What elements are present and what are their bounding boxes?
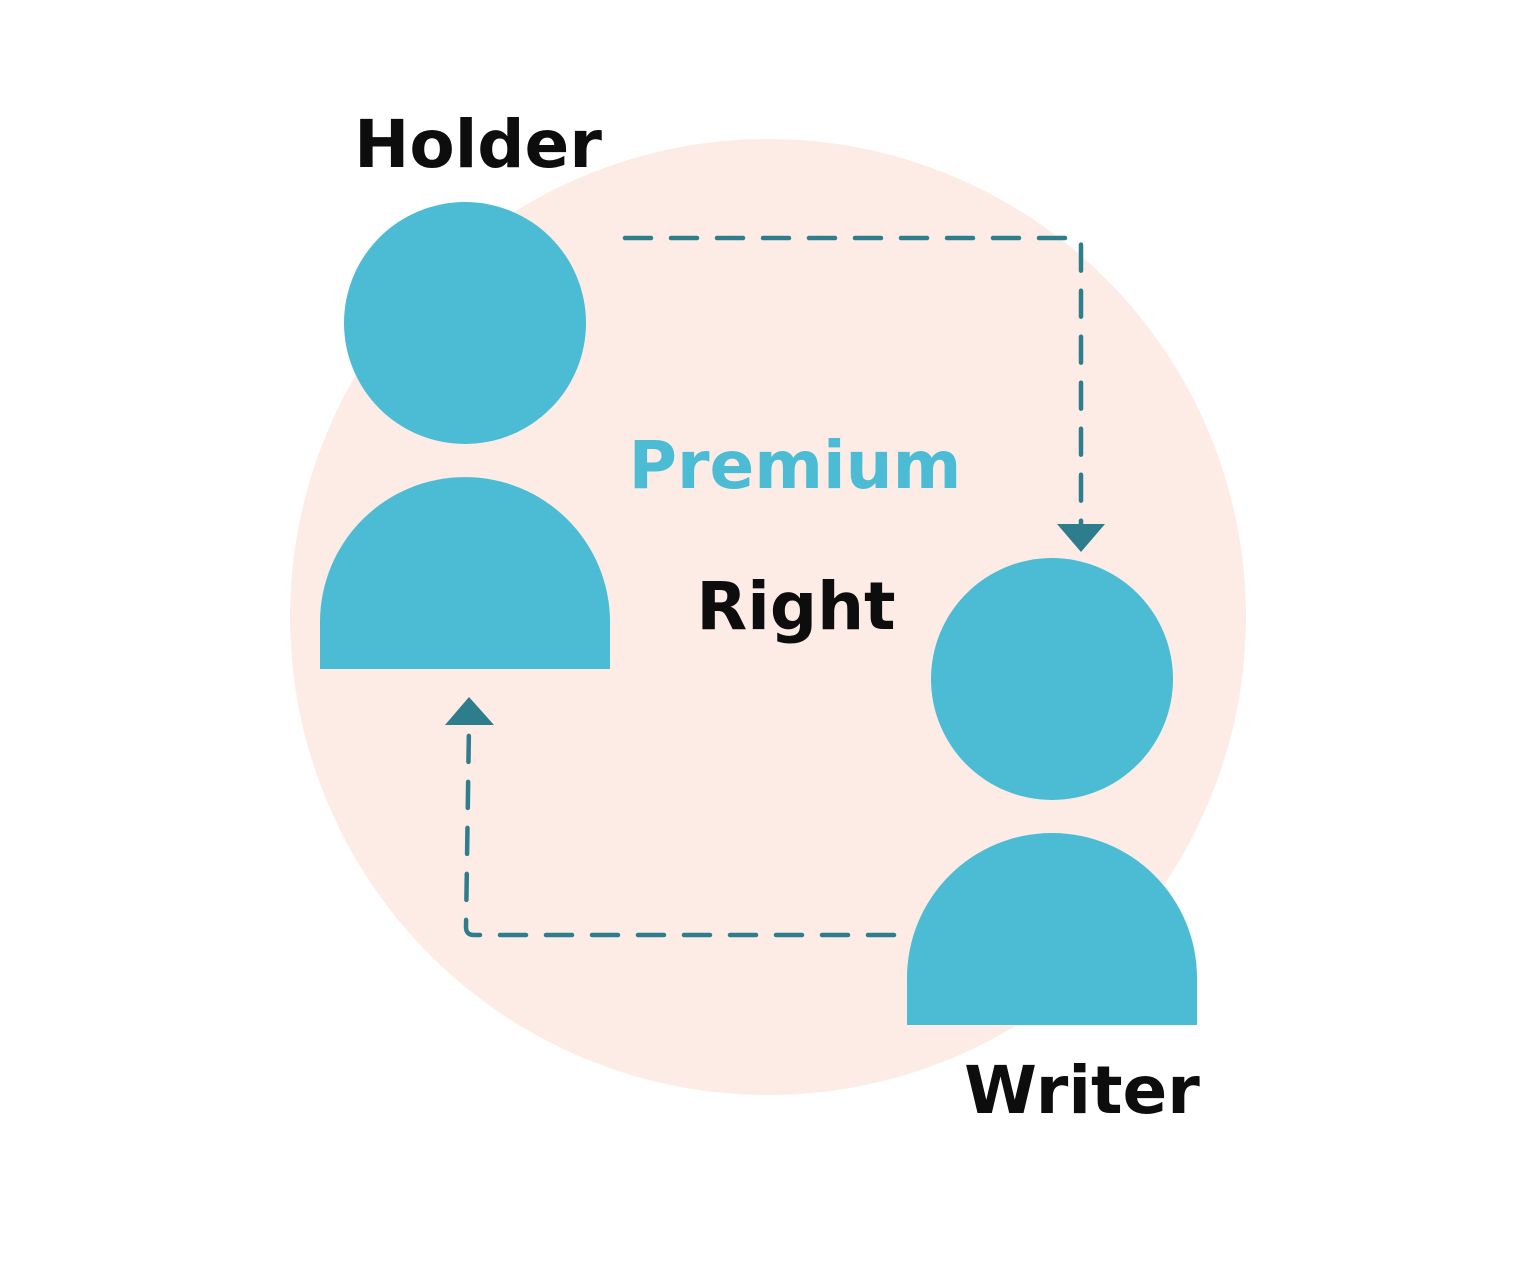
arrow-up-icon [445,697,494,725]
writer-person-icon [907,558,1197,1025]
writer-body [907,833,1197,1025]
holder-label: Holder [354,106,602,183]
arrow-down-icon [1057,524,1105,552]
holder-head [344,202,586,444]
writer-label: Writer [964,1052,1200,1129]
arrow-writer-to-holder [445,697,897,938]
premium-label: Premium [629,427,962,504]
dashed-line-holder-to-writer [622,235,1084,527]
right-label: Right [696,568,895,645]
arrow-holder-to-writer [622,235,1105,552]
dashed-line-writer-to-holder [463,722,897,938]
holder-person-icon [320,202,610,669]
holder-body [320,477,610,669]
writer-head [931,558,1173,800]
